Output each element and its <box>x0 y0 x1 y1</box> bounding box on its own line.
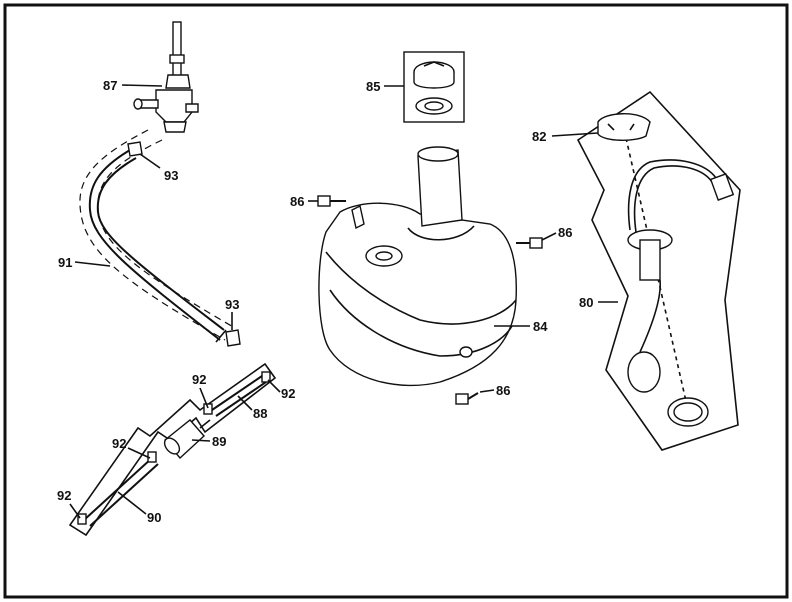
leader-86-right <box>541 232 557 241</box>
hose-clips-92 <box>77 371 271 525</box>
callout-92-top: 92 <box>192 372 206 387</box>
callout-92-left: 92 <box>57 488 71 503</box>
callout-88: 88 <box>253 406 267 421</box>
fuel-hose-91 <box>79 129 236 343</box>
leader-90 <box>117 491 147 515</box>
hose-clip-93-lower <box>225 329 241 347</box>
leader-82 <box>551 132 599 137</box>
leader-93-upper <box>139 153 161 169</box>
callout-92-mid: 92 <box>112 436 126 451</box>
diagram-border <box>3 3 789 599</box>
callout-92-right: 92 <box>281 386 295 401</box>
callout-84: 84 <box>533 319 548 334</box>
bolt-86-lower <box>455 392 479 405</box>
callout-85: 85 <box>366 79 380 94</box>
bolt-86-right <box>516 237 543 249</box>
callout-86-lower: 86 <box>496 383 510 398</box>
bolt-86-upper <box>317 195 346 207</box>
callout-90: 90 <box>147 510 161 525</box>
callout-82: 82 <box>532 129 546 144</box>
leader-88 <box>237 395 253 411</box>
callout-93-lower: 93 <box>225 297 239 312</box>
leader-92-top <box>199 387 209 409</box>
callout-91: 91 <box>58 255 72 270</box>
fuel-tap-87 <box>133 21 199 133</box>
hose-clip-93-upper <box>127 141 143 157</box>
callout-89: 89 <box>212 434 226 449</box>
callout-87: 87 <box>103 78 117 93</box>
leader-92-left <box>69 503 81 519</box>
fuel-tank-84 <box>318 146 517 387</box>
callout-86-upper: 86 <box>290 194 304 209</box>
lock-ring-82 <box>597 113 651 141</box>
fuel-line-90 <box>83 457 159 527</box>
callout-86-right: 86 <box>558 225 572 240</box>
callout-93-upper: 93 <box>164 168 178 183</box>
filter-assembly-outline <box>68 362 277 537</box>
leader-91 <box>74 261 111 267</box>
leader-92-mid <box>127 447 151 459</box>
fuel-filter-89 <box>163 419 211 460</box>
fuel-sender-80 <box>625 137 735 427</box>
leader-86-lower <box>479 389 495 393</box>
fuel-cap-85 <box>413 61 455 115</box>
fuel-unit-outline <box>576 90 741 451</box>
callout-80: 80 <box>579 295 593 310</box>
leader-92-right <box>267 379 281 393</box>
leader-89 <box>191 439 211 442</box>
leader-87 <box>121 84 163 87</box>
